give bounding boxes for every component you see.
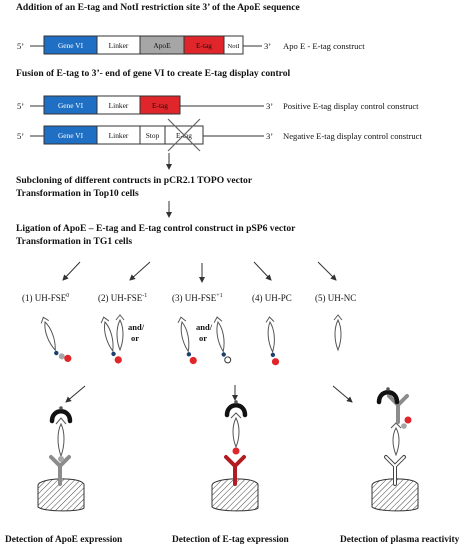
assay-apoe-detection bbox=[37, 406, 85, 512]
segment-apoe-label: ApoE bbox=[153, 41, 171, 50]
flow-arrow bbox=[129, 261, 151, 281]
three-prime-end: 3’ bbox=[266, 101, 273, 111]
antibody-plasma bbox=[387, 394, 409, 424]
construct-apoe-etag: 5’ Gene VI Linker ApoE E-tag NotI 3’ Apo… bbox=[17, 35, 365, 55]
antibody-red bbox=[224, 455, 246, 486]
phage-icon bbox=[333, 314, 343, 352]
construct-3-label: Negative E-tag display control construct bbox=[283, 131, 423, 141]
five-prime-end: 5’ bbox=[17, 101, 24, 111]
phage-bound bbox=[230, 412, 242, 455]
heading-transformation-top10: Transformation in Top10 cells bbox=[16, 188, 139, 199]
and-or-label: and/ bbox=[128, 322, 145, 332]
clone-label-5: (5) UH-NC bbox=[315, 293, 356, 303]
segment-gene-vi-label: Gene VI bbox=[58, 131, 84, 140]
three-prime-end: 3’ bbox=[266, 131, 273, 141]
antibody-white bbox=[384, 455, 406, 486]
flow-arrow bbox=[253, 261, 272, 281]
construct-1-label: Apo E - E-tag construct bbox=[283, 41, 365, 51]
detection-label-etag: Detection of E-tag expression bbox=[172, 535, 290, 545]
flow-arrow bbox=[317, 261, 337, 281]
clone-label-4: (4) UH-PC bbox=[252, 293, 292, 303]
antibody-black bbox=[376, 387, 412, 429]
phage-icon bbox=[40, 316, 72, 362]
cross-out-line bbox=[167, 118, 201, 152]
phage-bound bbox=[390, 422, 402, 457]
segment-noti-label: NotI bbox=[228, 43, 240, 50]
antibody-black bbox=[224, 400, 248, 418]
construct-negative-control: 5’ Gene VI Linker Stop E-tag 3’ Negative… bbox=[17, 118, 423, 152]
five-prime-end: 5’ bbox=[17, 41, 24, 51]
antibody-black bbox=[49, 406, 73, 424]
solid-support bbox=[211, 478, 259, 512]
detection-label-plasma: Detection of plasma reactivity bbox=[340, 535, 460, 545]
heading-subcloning: Subcloning of different contructs in pCR… bbox=[16, 175, 253, 186]
solid-support bbox=[37, 478, 85, 512]
heading-etag-fusion: Fusion of E-tag to 3’- end of gene VI to… bbox=[16, 68, 291, 79]
flow-arrow bbox=[65, 385, 86, 403]
antibody-grey bbox=[49, 455, 71, 486]
segment-linker-label: Linker bbox=[109, 41, 129, 50]
assay-etag-detection bbox=[211, 400, 259, 512]
construct-positive-control: 5’ Gene VI Linker E-tag 3’ Positive E-ta… bbox=[17, 95, 419, 115]
segment-etag bbox=[139, 95, 181, 115]
and-or-label: and/ bbox=[196, 322, 213, 332]
segment-gene-vi-label: Gene VI bbox=[58, 41, 84, 50]
three-prime-end: 3’ bbox=[264, 41, 271, 51]
phage-icon bbox=[213, 316, 232, 364]
flow-arrow bbox=[332, 385, 353, 403]
flow-arrow bbox=[62, 261, 81, 281]
phage-particles bbox=[40, 314, 343, 366]
phage-icon bbox=[177, 316, 197, 365]
clone-label-1: (1) UH-FSE0 bbox=[22, 293, 69, 303]
phage-icon bbox=[265, 316, 280, 366]
segment-linker-label: Linker bbox=[109, 131, 129, 140]
segment-etag-label: E-tag bbox=[196, 41, 212, 50]
detection-label-apoe: Detection of ApoE expression bbox=[5, 535, 123, 545]
solid-support bbox=[371, 478, 419, 512]
five-prime-end: 5’ bbox=[17, 131, 24, 141]
segment-etag-label: E-tag bbox=[152, 101, 168, 110]
segment-linker-label: Linker bbox=[109, 101, 129, 110]
heading-ligation: Ligation of ApoE – E-tag and E-tag contr… bbox=[16, 223, 296, 234]
assay-plasma-reactivity bbox=[371, 387, 419, 512]
segment-stop-label: Stop bbox=[146, 131, 160, 140]
heading-etag-addition: Addition of an E-tag and NotI restrictio… bbox=[16, 2, 300, 13]
heading-transformation-tg1: Transformation in TG1 cells bbox=[16, 236, 132, 247]
phage-bound bbox=[55, 417, 67, 462]
phage-icon bbox=[115, 314, 125, 352]
and-or-label: or bbox=[131, 333, 139, 343]
segment-gene-vi-label: Gene VI bbox=[58, 101, 84, 110]
phage-icon bbox=[100, 316, 122, 364]
segment-noti bbox=[223, 35, 244, 55]
clone-label-2: (2) UH-FSE-1 bbox=[98, 293, 147, 303]
clone-label-3: (3) UH-FSE+1 bbox=[172, 293, 223, 303]
and-or-label: or bbox=[199, 333, 207, 343]
construct-2-label: Positive E-tag display control construct bbox=[283, 101, 419, 111]
